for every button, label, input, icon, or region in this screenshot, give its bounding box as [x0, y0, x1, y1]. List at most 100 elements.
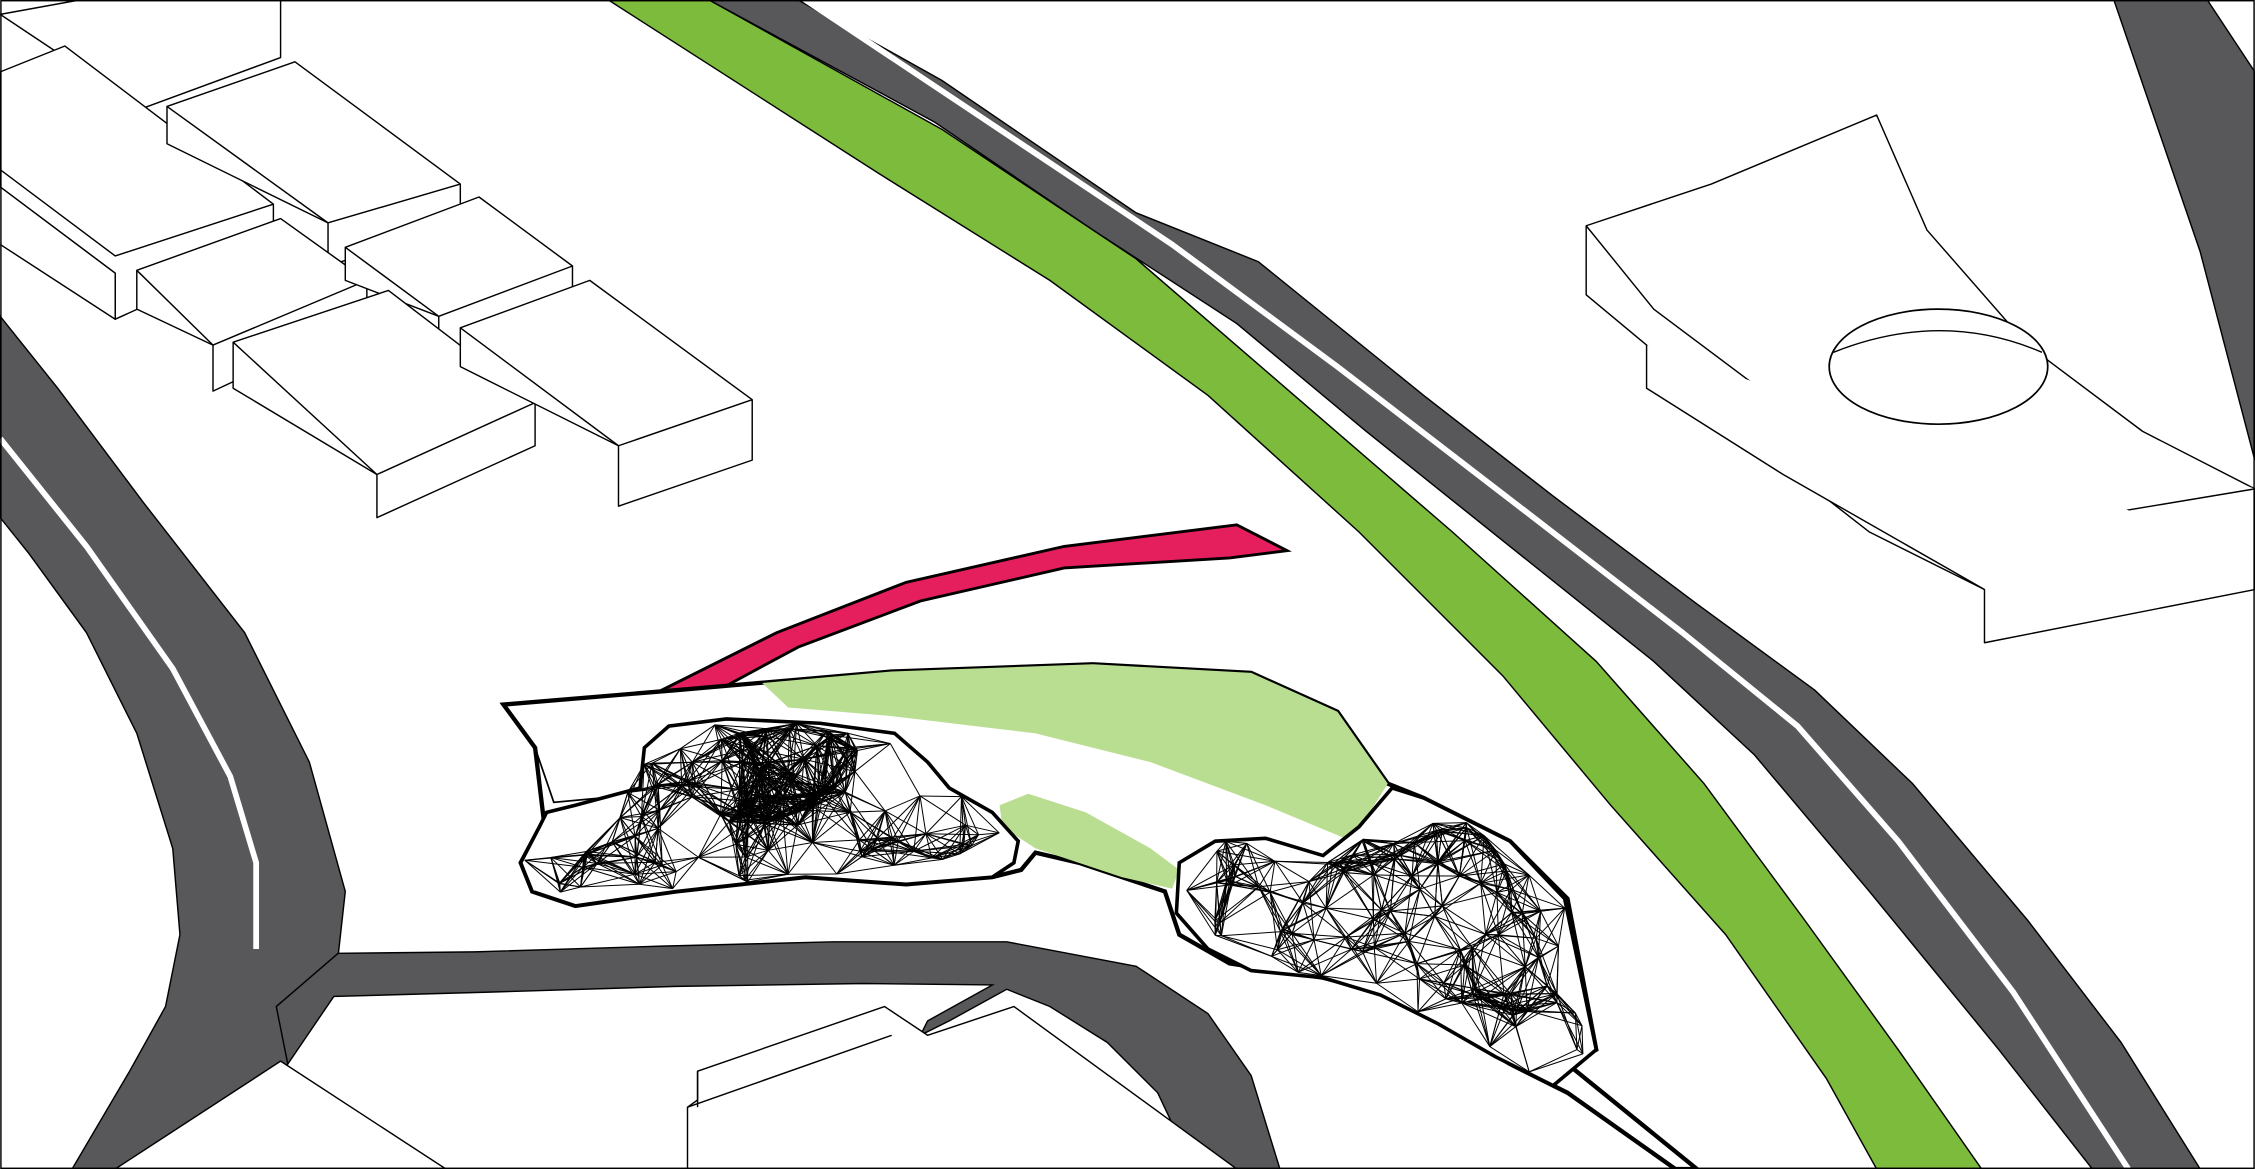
mesh-edge: [1460, 934, 1499, 951]
mesh-edge: [1417, 1002, 1462, 1013]
mesh-edge: [654, 828, 659, 863]
mesh-edge: [1292, 932, 1346, 938]
mesh-edge: [661, 864, 674, 889]
mesh-edge: [692, 761, 740, 790]
mesh-edge: [1393, 843, 1396, 855]
mesh-edge: [1510, 993, 1517, 1012]
lane-divider-highway: [803, 0, 2131, 1169]
mesh-edge: [641, 781, 688, 817]
mesh-edge: [765, 728, 790, 737]
mesh-edge: [959, 825, 967, 854]
mesh-edge: [627, 792, 659, 829]
mesh-edge: [1471, 947, 1526, 968]
mesh-edge: [834, 787, 886, 812]
mesh-edge: [1345, 936, 1375, 948]
mesh-edge: [680, 724, 716, 750]
mesh-edge: [1302, 862, 1329, 904]
mesh-edge: [720, 801, 771, 815]
mesh-edge: [823, 730, 828, 791]
mesh-edge: [1521, 913, 1526, 967]
mesh-edge: [720, 814, 737, 845]
mesh-edge: [1234, 843, 1248, 877]
mesh-edge: [714, 724, 741, 736]
mesh-edge: [634, 816, 642, 837]
mesh-edge: [559, 883, 581, 888]
mesh-edge: [1258, 861, 1276, 887]
mesh-edge: [638, 828, 659, 885]
mesh-edge: [787, 842, 813, 875]
mesh-edge: [1269, 861, 1276, 893]
mesh-edge: [844, 791, 851, 813]
mesh-edge: [812, 811, 851, 843]
mesh-edge: [560, 886, 581, 893]
mesh-edge: [1461, 993, 1511, 1004]
building: [0, 169, 274, 257]
mesh-edge: [1466, 827, 1485, 837]
mesh-edge: [1495, 850, 1498, 893]
mesh-edge: [611, 841, 637, 858]
mesh-edge: [1498, 934, 1539, 958]
mesh-edge: [913, 795, 921, 852]
mesh-edge: [1282, 928, 1299, 973]
mesh-edge: [1408, 889, 1421, 942]
mesh-edge: [681, 785, 722, 815]
mesh-edge: [1483, 835, 1530, 876]
mesh-edge: [1216, 841, 1227, 883]
mesh-edge: [1186, 890, 1216, 922]
mesh-edge: [1485, 892, 1498, 935]
mesh-edge: [657, 781, 688, 829]
mesh-edge: [720, 813, 750, 817]
mesh-edge: [1515, 1002, 1558, 1028]
mesh-edge: [698, 856, 745, 881]
mesh-edge: [782, 817, 798, 826]
mesh-edge: [1320, 948, 1352, 976]
mesh-edge: [1496, 892, 1537, 939]
mesh-edge: [611, 817, 621, 843]
mesh-edge: [750, 735, 766, 749]
mesh-edge: [1443, 949, 1461, 984]
mesh-edge: [849, 811, 893, 840]
mesh-edge: [672, 871, 677, 889]
mesh-edge: [1297, 971, 1322, 977]
mesh-edge: [627, 792, 661, 811]
mesh-edge: [1216, 840, 1227, 852]
mesh-edge: [692, 747, 752, 763]
mesh-edge: [611, 816, 642, 843]
mesh-edge: [634, 784, 659, 837]
mesh-edge: [1404, 932, 1421, 980]
mesh-edge: [1436, 827, 1467, 831]
mesh-edge: [1413, 842, 1421, 890]
mesh-edge: [1485, 933, 1539, 958]
mesh-edge: [1445, 997, 1481, 1000]
mesh-edge: [893, 833, 927, 866]
mesh-edge: [770, 790, 825, 803]
mesh-edge: [1225, 841, 1228, 881]
mesh-edge: [787, 770, 825, 792]
mesh-edge: [634, 835, 663, 866]
mesh-edge: [679, 748, 693, 763]
mesh-edge: [657, 748, 681, 786]
mesh-edge: [1461, 1002, 1516, 1028]
mesh-edge: [812, 788, 835, 843]
mesh-landform-east: [1174, 785, 1599, 1088]
mesh-edge: [1574, 1012, 1583, 1026]
mesh-edge: [1537, 907, 1566, 958]
mesh-edge: [1441, 875, 1460, 907]
mesh-edge: [721, 735, 746, 762]
mesh-edge: [859, 850, 863, 857]
mesh-edge: [721, 747, 752, 762]
mesh-edge: [720, 739, 723, 761]
mesh-edge: [739, 789, 784, 818]
mesh-edge: [1432, 823, 1437, 831]
mesh-edge: [1339, 861, 1374, 876]
mesh-edge: [812, 842, 838, 875]
mesh-edge: [738, 748, 752, 790]
mesh-edge: [1376, 932, 1406, 984]
mesh-edge: [1527, 1009, 1576, 1014]
mesh-edge: [913, 824, 966, 852]
mesh-edge: [849, 771, 856, 813]
mesh-edge: [1556, 946, 1559, 1003]
mesh-edge: [913, 850, 943, 860]
mesh-edge: [877, 833, 926, 839]
mesh-edge: [787, 770, 835, 789]
